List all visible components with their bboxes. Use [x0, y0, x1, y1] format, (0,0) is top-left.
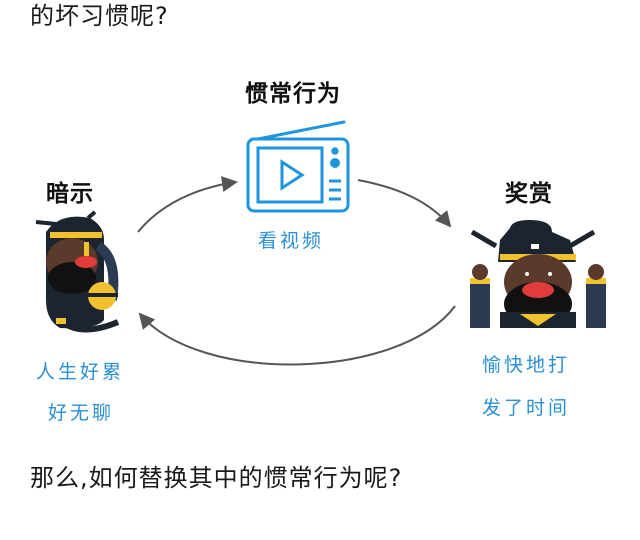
intro-text-fragment: 的坏习惯呢? [30, 2, 169, 30]
cue-caption-line-2: 好无聊 [48, 402, 115, 424]
arrow-routine-to-reward [357, 179, 452, 228]
question-text: 那么,如何替换其中的惯常行为呢? [30, 464, 403, 492]
arrow-cue-to-routine [137, 176, 238, 233]
reward-caption-line-2: 发了时间 [482, 397, 571, 419]
reward-caption-line-1: 愉快地打 [482, 354, 571, 376]
cue-caption-line-1: 人生好累 [36, 361, 125, 383]
routine-title: 惯常行为 [245, 81, 341, 107]
arrow-reward-to-cue [138, 305, 456, 366]
routine-caption: 看视频 [258, 230, 325, 252]
tv-play-icon [246, 120, 350, 213]
reward-title: 奖赏 [505, 181, 553, 207]
happy-character-icon [470, 220, 606, 328]
cue-title: 暗示 [46, 181, 94, 207]
bored-character-icon [35, 210, 120, 333]
